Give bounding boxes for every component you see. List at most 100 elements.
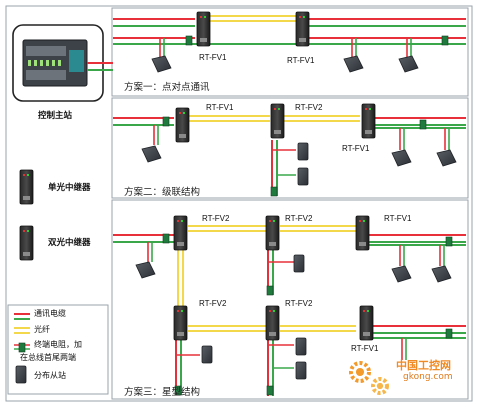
- plc-display: [69, 50, 84, 72]
- s3-resistor-5: [174, 385, 182, 396]
- s3-device-6-led-green: [367, 310, 369, 312]
- dual-repeater-icon-port: [23, 252, 30, 256]
- s3-device-2-led-green: [273, 220, 275, 222]
- s3-device-6: [359, 305, 374, 341]
- single-repeater-icon-port: [23, 196, 30, 200]
- plc-terminal-bottom: [26, 70, 66, 80]
- scheme-1-panel: [111, 7, 469, 97]
- s3-device-1: [173, 215, 188, 251]
- plc-terminal-top: [26, 46, 66, 56]
- s2-slave-1: [141, 145, 162, 163]
- s3-device-6-port: [363, 332, 370, 336]
- s3-slave-4: [293, 254, 305, 273]
- s3-resistor-4: [266, 385, 274, 396]
- s3-slave-1: [135, 261, 156, 279]
- watermark-gear-1-icon: [349, 361, 371, 383]
- scheme-3-device-1-label: RT-FV2: [202, 214, 230, 223]
- scheme-3-caption: 方案三：星型结构: [124, 387, 201, 398]
- s3-resistor-6: [445, 328, 453, 339]
- dual-repeater-label: 双光中继器: [48, 238, 91, 248]
- s3-device-2-port: [269, 242, 276, 246]
- s2-device-3-led-green: [369, 108, 371, 110]
- scheme-2-device-3-label: RT-FV1: [342, 144, 370, 153]
- watermark-gear-2-icon: [371, 377, 389, 395]
- scheme-2-panel: [111, 97, 469, 199]
- legend-cable-label: 通讯电缆: [34, 309, 66, 318]
- s1-device-2-port: [299, 38, 306, 42]
- s1-device-1: [196, 11, 211, 47]
- s1-device-1-led-green: [204, 16, 206, 18]
- s3-device-1-led-green: [181, 220, 183, 222]
- s3-resistor-2: [445, 236, 453, 247]
- s1-device-1-port: [200, 38, 207, 42]
- s3-device-1-led-red: [177, 220, 179, 222]
- s1-slave-2: [343, 55, 364, 73]
- s3-device-5-led-green: [273, 310, 275, 312]
- single-repeater-icon: [19, 169, 34, 205]
- s3-device-4: [173, 305, 188, 341]
- outer-frame: [5, 5, 473, 402]
- s3-slave-6: [295, 361, 307, 380]
- s1-slave-1: [151, 55, 172, 73]
- s3-device-3: [355, 215, 370, 251]
- single-repeater-label: 单光中继器: [48, 183, 91, 193]
- scheme-1-device-2-label: RT-FV1: [287, 56, 315, 65]
- scheme-3-device-5-label: RT-FV2: [285, 299, 313, 308]
- s3-slave-5: [295, 337, 307, 356]
- s2-resistor-1: [162, 116, 170, 127]
- plc-led: [46, 60, 49, 66]
- s1-resistor-1: [185, 35, 193, 46]
- single-repeater-icon-led-green: [27, 174, 29, 176]
- watermark-url: gkong.com: [403, 372, 453, 382]
- s3-slave-3: [431, 265, 452, 283]
- legend-resistor-label-1: 终端电阻，加: [34, 340, 82, 349]
- s2-device-1-led-green: [183, 112, 185, 114]
- scheme-3-device-2-label: RT-FV2: [285, 214, 313, 223]
- s2-device-2: [270, 103, 285, 139]
- s2-device-3-port: [365, 130, 372, 134]
- dual-repeater-icon-led-green: [27, 230, 29, 232]
- s1-resistor-2: [441, 35, 449, 46]
- plc-led: [58, 60, 61, 66]
- scheme-3-device-6-label: RT-FV1: [351, 344, 379, 353]
- single-repeater-icon-led-red: [23, 174, 25, 176]
- watermark-gear-1-icon-hub: [355, 367, 365, 377]
- s1-device-2-led-green: [303, 16, 305, 18]
- s2-device-1-port: [179, 134, 186, 138]
- s2-device-3-led-red: [365, 108, 367, 110]
- s2-device-1: [175, 107, 190, 143]
- scheme-1-device-1-label: RT-FV1: [199, 53, 227, 62]
- legend-slave-label: 分布从站: [34, 371, 66, 380]
- s2-device-2-led-red: [274, 108, 276, 110]
- s3-device-5-port: [269, 332, 276, 336]
- watermark-name: 中国工控网: [396, 359, 451, 372]
- s3-device-4-led-red: [177, 310, 179, 312]
- scheme-1-caption: 方案一：点对点通讯: [124, 82, 210, 93]
- s3-device-4-led-green: [181, 310, 183, 312]
- watermark-gear-2-icon-hub: [376, 382, 384, 390]
- legend-fiber-label: 光纤: [34, 325, 50, 334]
- s3-device-2: [265, 215, 280, 251]
- scheme-2-caption: 方案二：级联结构: [124, 187, 201, 198]
- dual-repeater-icon-led-red: [23, 230, 25, 232]
- scheme-2-device-1-label: RT-FV1: [206, 103, 234, 112]
- scheme-3-device-4-label: RT-FV2: [199, 299, 227, 308]
- legend-resistor-icon: [18, 342, 26, 353]
- s3-device-3-led-red: [359, 220, 361, 222]
- s2-device-2-port: [274, 130, 281, 134]
- dual-repeater-icon: [19, 225, 34, 261]
- s2-resistor-3: [270, 186, 278, 197]
- s1-slave-3: [398, 55, 419, 73]
- plc-led: [40, 60, 43, 66]
- s3-device-2-led-red: [269, 220, 271, 222]
- s1-device-2-led-red: [299, 16, 301, 18]
- s2-slave-5: [297, 167, 309, 186]
- s3-device-3-port: [359, 242, 366, 246]
- s2-resistor-2: [419, 119, 427, 130]
- s3-device-6-led-red: [363, 310, 365, 312]
- s3-device-4-port: [177, 332, 184, 336]
- s3-slave-2: [391, 265, 412, 283]
- s2-slave-2: [391, 149, 412, 167]
- scheme-3-device-3-label: RT-FV1: [384, 214, 412, 223]
- plc-led: [34, 60, 37, 66]
